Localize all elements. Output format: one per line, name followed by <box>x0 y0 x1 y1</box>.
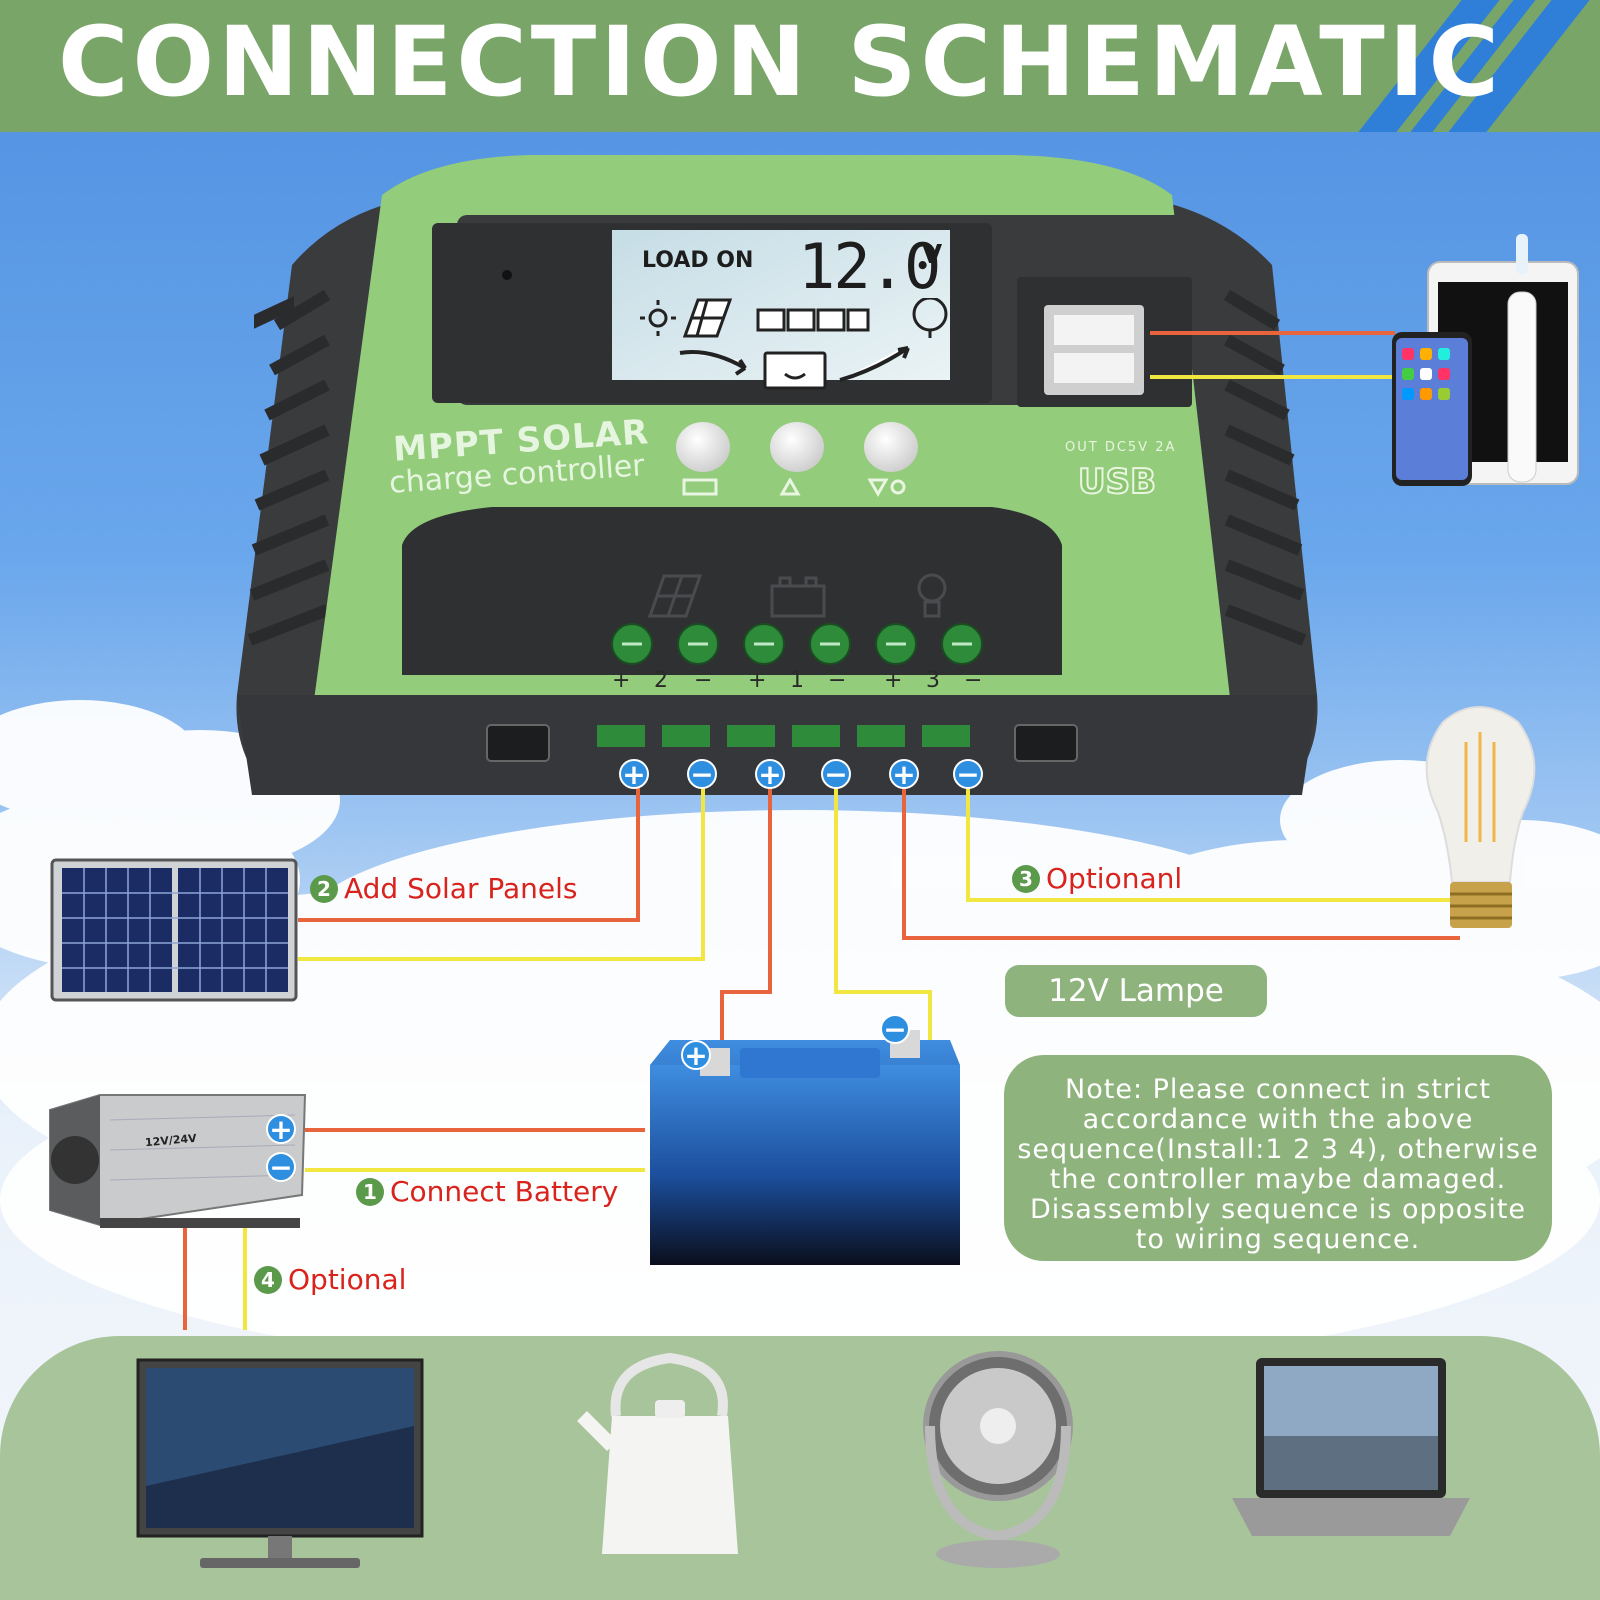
lcd-status: LOAD ON <box>642 248 754 273</box>
step-text: Connect Battery <box>390 1175 619 1208</box>
step-number: 4 <box>254 1265 282 1294</box>
terminal-label: 3 <box>926 668 940 693</box>
negative-marker: − <box>821 759 851 789</box>
step-text: Optional <box>288 1263 407 1296</box>
menu-icon <box>682 478 718 496</box>
lamp-label: 12V Lampe <box>1005 965 1267 1017</box>
up-icon <box>779 478 801 496</box>
kettle-icon <box>577 1352 738 1554</box>
terminal-label: + <box>884 668 903 693</box>
solar-wire-positive <box>298 775 640 922</box>
bulb-icon <box>890 479 906 495</box>
battery-icon <box>770 576 826 618</box>
phone-icon <box>1392 332 1472 486</box>
bulb-icon <box>917 573 947 618</box>
step-number: 3 <box>1012 864 1040 893</box>
solar-panel-icon <box>682 298 733 338</box>
up-button[interactable] <box>770 422 824 472</box>
button-icons <box>682 478 906 498</box>
step-4-label: 4 Optional <box>254 1263 406 1296</box>
inverter-icon <box>49 1094 307 1228</box>
page-title: CONNECTION SCHEMATIC <box>58 6 1503 118</box>
solar-panel-icon <box>647 574 703 618</box>
arrow-right-icon <box>679 350 747 376</box>
positive-marker: + <box>619 759 649 789</box>
negative-marker: − <box>953 759 983 789</box>
warning-note: Note: Please connect in strict accordanc… <box>1004 1055 1552 1261</box>
step-text: Add Solar Panels <box>344 872 578 905</box>
lightbulb-icon <box>1425 706 1536 928</box>
down-icon <box>867 478 889 498</box>
battery-level-icon <box>756 308 870 332</box>
screw-terminals <box>611 623 983 665</box>
appliances <box>136 1351 1470 1568</box>
negative-marker: − <box>266 1152 296 1182</box>
step-1-label: 1 Connect Battery <box>356 1175 618 1208</box>
step-number: 1 <box>356 1177 384 1206</box>
terminal-label: 2 <box>654 668 668 693</box>
battery-wire-positive <box>720 775 772 1065</box>
step-number: 2 <box>310 874 338 903</box>
solar-panel <box>50 858 298 1002</box>
negative-marker: − <box>880 1014 910 1044</box>
step-2-label: 2 Add Solar Panels <box>310 872 578 905</box>
terminal-label: − <box>694 668 713 693</box>
battery-face-icon <box>763 351 827 390</box>
usb-logo: USB <box>1077 461 1157 503</box>
terminal-label: + <box>612 668 631 693</box>
down-load-button[interactable] <box>864 422 918 472</box>
terminal-group-icons <box>647 573 947 618</box>
step-3-label: 3 Optionanl <box>1012 862 1182 895</box>
lamp-wire-negative <box>966 775 1455 902</box>
terminal-label: − <box>828 668 847 693</box>
lcd-unit: V <box>922 240 943 270</box>
terminal-label: − <box>964 668 983 693</box>
tv-icon <box>136 1358 424 1568</box>
lcd-reading: 12.0 <box>798 230 941 303</box>
solar-wire-negative <box>298 775 705 961</box>
terminal-label: + <box>748 668 767 693</box>
lcd-icons <box>640 298 948 390</box>
battery-wire-negative <box>834 775 932 1040</box>
step-text: Optionanl <box>1046 862 1183 895</box>
negative-marker: − <box>687 759 717 789</box>
toothbrush-icon <box>1507 234 1537 483</box>
arrow-right-icon <box>839 346 910 382</box>
lightbulb-icon <box>912 298 948 338</box>
laptop-icon <box>1232 1358 1470 1536</box>
sun-icon <box>640 300 676 336</box>
header-banner <box>0 0 1600 132</box>
battery-icon <box>650 1030 960 1265</box>
fan-icon <box>923 1351 1073 1568</box>
positive-marker: + <box>755 759 785 789</box>
lamp-wire-positive <box>902 775 1460 940</box>
usb-devices <box>1392 234 1579 486</box>
positive-marker: + <box>266 1114 296 1144</box>
usb-spec: OUT DC5V 2A <box>1065 440 1177 455</box>
menu-button[interactable] <box>676 422 730 472</box>
terminal-label: 1 <box>790 668 804 693</box>
positive-marker: + <box>681 1040 711 1070</box>
positive-marker: + <box>889 759 919 789</box>
